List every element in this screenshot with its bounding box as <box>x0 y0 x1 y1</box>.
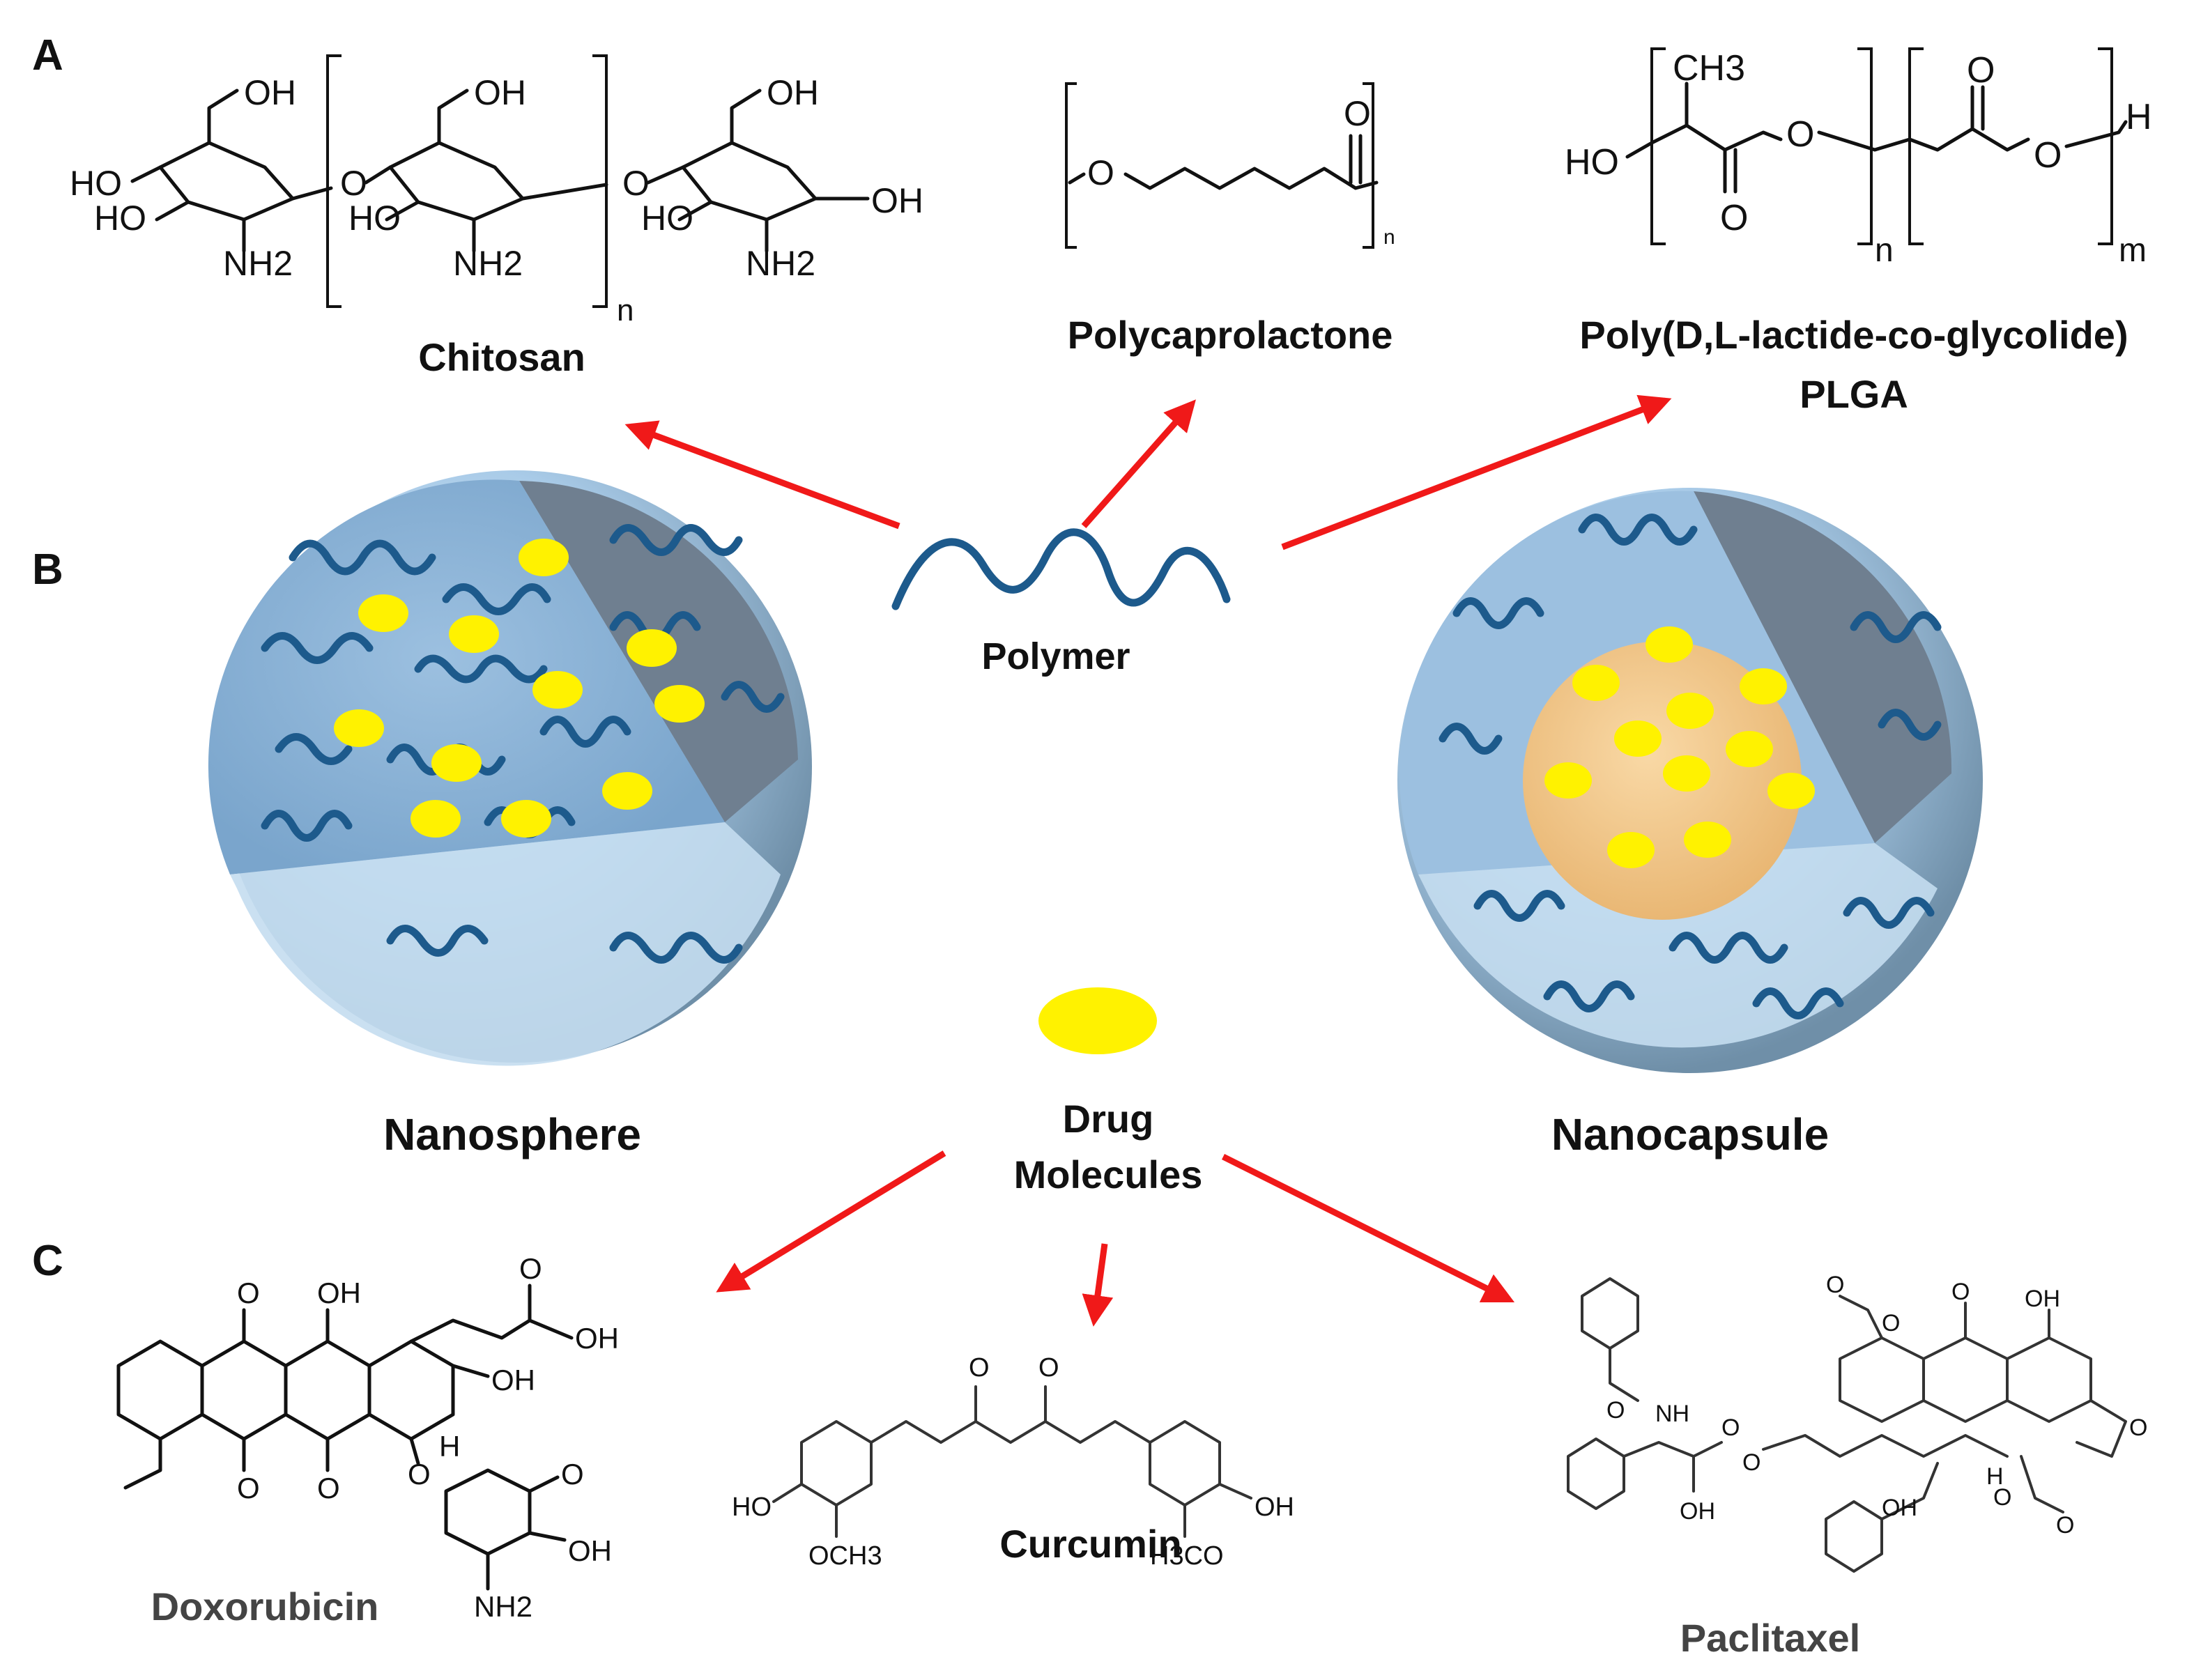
chitosan-group-3: HO <box>94 199 146 238</box>
doxorubicin-structure: O OH O OH OH O O OH O H O NH2 OH <box>116 1252 619 1623</box>
curcumin-group-4: OCH3 <box>808 1541 882 1571</box>
panel-label-b: B <box>32 546 63 594</box>
plga-group-5: O <box>1967 50 1995 91</box>
plga-group-3: O <box>1786 114 1814 155</box>
chitosan-group-13: NH2 <box>746 244 815 283</box>
chitosan-group-11: HO <box>641 199 693 238</box>
polymer-chain-icon <box>891 528 1231 610</box>
paclitaxel-structure: O NH O OH O O O OH O OH H O O O <box>1567 1272 2147 1573</box>
chitosan-repeat-n: n <box>617 293 634 327</box>
paclitaxel-label: Paclitaxel <box>1680 1616 1860 1660</box>
dox-group-11: O <box>561 1458 584 1490</box>
curcumin-group-3: HO <box>732 1493 772 1522</box>
ptx-group-6: O <box>1826 1272 1844 1298</box>
chitosan-group-5: O <box>340 164 367 203</box>
chitosan-group-10: OH <box>767 73 819 112</box>
dox-group-6: O <box>237 1472 260 1504</box>
drug-label-line2: Molecules <box>1014 1153 1203 1196</box>
drug-label-line1: Drug <box>1063 1097 1154 1141</box>
dox-group-13: OH <box>568 1534 612 1567</box>
ptx-group-13: O <box>1993 1484 2011 1511</box>
plga-group-6: O <box>2034 135 2062 176</box>
arrow-to-curcumin <box>1082 1243 1114 1327</box>
chitosan-group-12: OH <box>871 181 923 220</box>
ptx-group-4: OH <box>1680 1498 1715 1525</box>
arrow-to-plga <box>1281 394 1672 550</box>
ptx-group-5: O <box>1742 1449 1760 1476</box>
arrow-to-paclitaxel <box>1221 1153 1515 1303</box>
dox-group-5: OH <box>491 1364 535 1396</box>
plga-group-1: CH3 <box>1673 48 1745 88</box>
polymer-label: Polymer <box>981 635 1130 677</box>
chitosan-group-8: NH2 <box>453 244 523 283</box>
pcl-group-1: O <box>1087 153 1114 192</box>
plga-structure: CH3 HO O O O O H n m <box>1565 47 2152 269</box>
ptx-group-10: OH <box>1882 1495 1917 1521</box>
curcumin-group-5: H3CO <box>1150 1541 1224 1571</box>
plga-label: Poly(D,L-lactide-co-glycolide) <box>1579 313 2128 357</box>
dox-group-3: O <box>519 1252 542 1285</box>
curcumin-group-1: O <box>969 1353 990 1382</box>
chitosan-group-7: HO <box>348 199 401 238</box>
nanosphere-label: Nanosphere <box>383 1109 641 1159</box>
polycaprolactone-structure: O O n <box>1065 82 1395 249</box>
curcumin-structure: O O HO OCH3 H3CO OH <box>732 1353 1294 1571</box>
plga-abbreviation: PLGA <box>1800 372 1908 416</box>
chitosan-group-2: HO <box>70 164 122 203</box>
arrow-to-polycaprolactone <box>1081 399 1196 528</box>
panel-label-a: A <box>32 31 63 79</box>
chitosan-label: Chitosan <box>418 335 585 379</box>
arrow-to-doxorubicin <box>716 1150 946 1293</box>
ptx-group-9: O <box>1951 1279 1970 1305</box>
polycaprolactone-label: Polycaprolactone <box>1068 313 1393 357</box>
ptx-group-1: O <box>1606 1397 1625 1424</box>
pcl-repeat-n: n <box>1383 226 1395 249</box>
ptx-group-14: O <box>2056 1512 2074 1539</box>
dox-group-9: O <box>408 1458 431 1490</box>
dox-group-12: NH2 <box>474 1590 532 1623</box>
chitosan-group-6: OH <box>474 73 526 112</box>
ptx-group-12: O <box>2129 1415 2147 1441</box>
plga-group-2: HO <box>1565 142 1619 183</box>
curcumin-group-6: OH <box>1255 1493 1294 1522</box>
drug-molecule-icon <box>1038 987 1157 1054</box>
nanocapsule-label: Nanocapsule <box>1551 1109 1829 1159</box>
ptx-group-2: NH <box>1655 1401 1689 1427</box>
chitosan-group-9: O <box>622 164 650 203</box>
nanosphere-illustration <box>208 470 812 1066</box>
plga-group-4: O <box>1720 198 1748 238</box>
ptx-group-8: OH <box>2025 1286 2060 1312</box>
dox-group-4: OH <box>575 1322 619 1355</box>
curcumin-group-2: O <box>1038 1353 1059 1382</box>
pcl-group-2: O <box>1344 94 1371 133</box>
chitosan-group-4: NH2 <box>223 244 293 283</box>
arrow-to-chitosan <box>624 420 900 530</box>
dox-group-7: O <box>317 1472 340 1504</box>
plga-repeat-m: m <box>2119 232 2147 269</box>
ptx-group-3: O <box>1721 1415 1740 1441</box>
ptx-group-11: H <box>1986 1463 2004 1490</box>
chitosan-structure: OH HO HO NH2 O OH HO NH2 O OH HO OH NH2 … <box>70 54 923 327</box>
dox-group-1: O <box>237 1277 260 1309</box>
nanocapsule-illustration <box>1397 488 1983 1073</box>
plga-repeat-n: n <box>1875 232 1894 269</box>
dox-group-2: OH <box>317 1277 361 1309</box>
plga-group-7: H <box>2126 97 2152 137</box>
panel-label-c: C <box>32 1237 63 1285</box>
dox-group-10: H <box>439 1430 460 1463</box>
ptx-group-7: O <box>1882 1310 1900 1336</box>
doxorubicin-label: Doxorubicin <box>151 1585 379 1628</box>
curcumin-label: Curcumin <box>999 1522 1181 1566</box>
chitosan-group-1: OH <box>244 73 296 112</box>
